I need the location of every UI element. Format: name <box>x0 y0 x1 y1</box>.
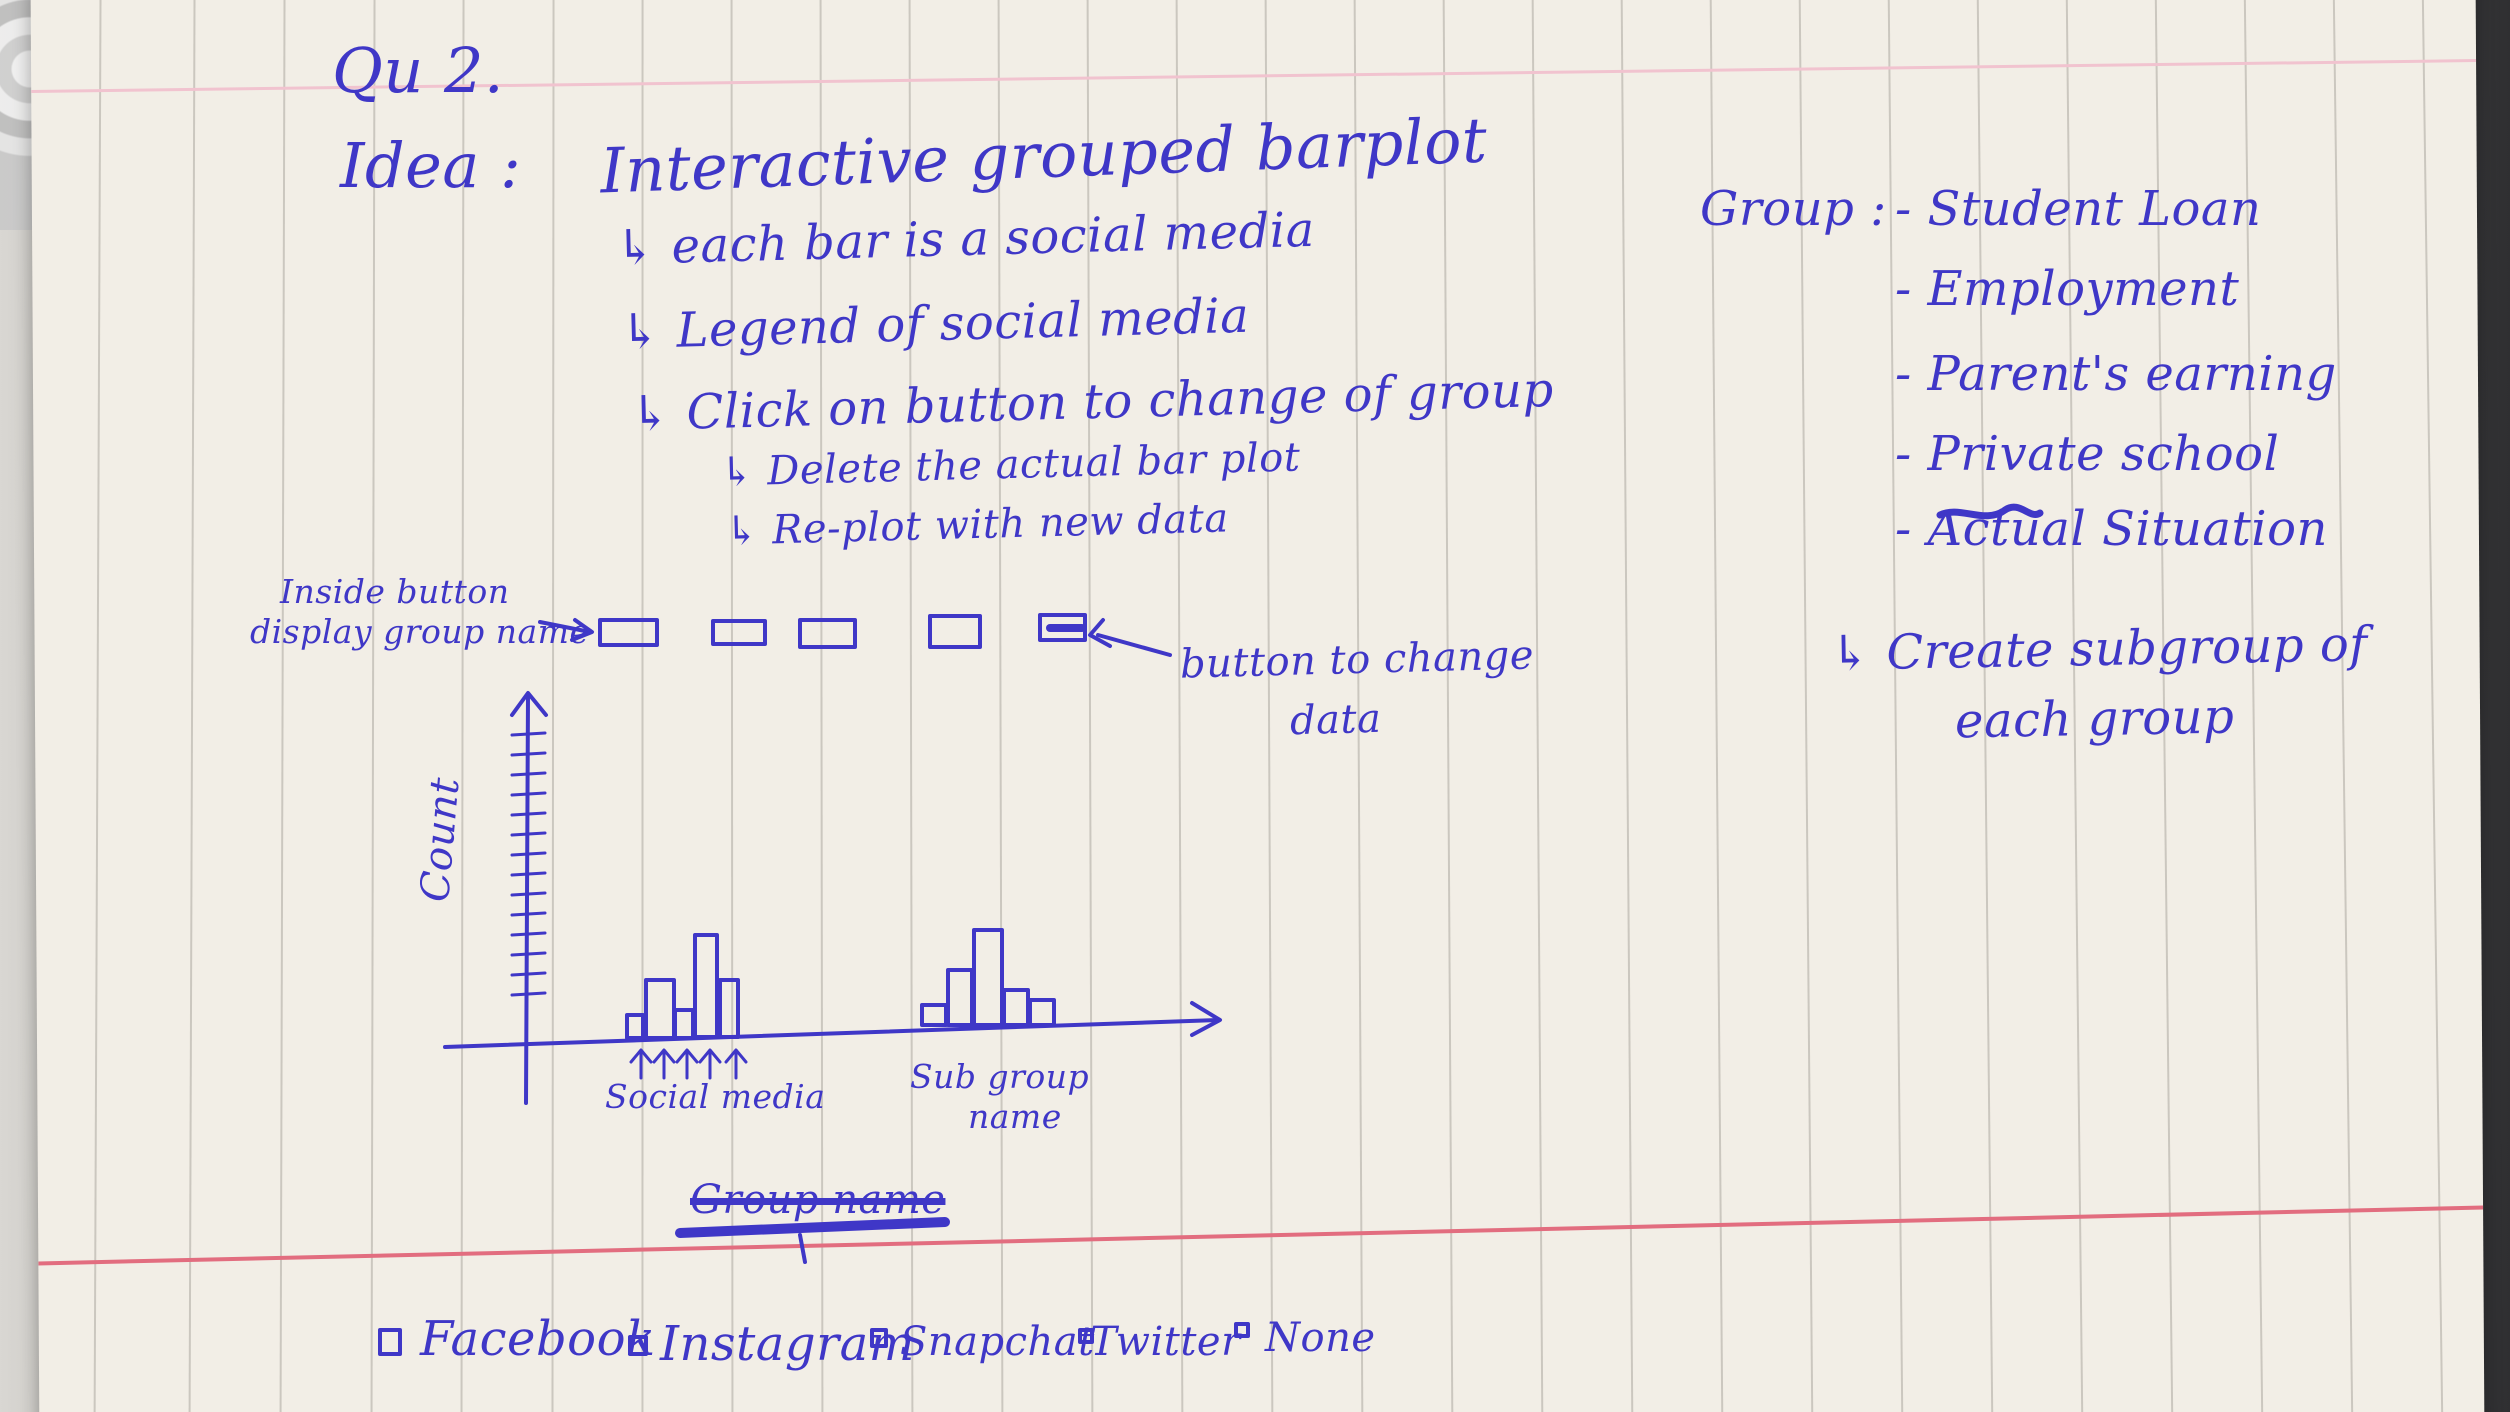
social-media-label: Social media <box>605 1077 826 1116</box>
legend-item-twitter: Twitter <box>1090 1319 1241 1365</box>
sub-group-label-line2: name <box>968 1097 1062 1136</box>
chart-y-axis <box>524 693 530 1105</box>
legend-item-facebook: Facebook <box>420 1311 656 1367</box>
legend-checkbox-none <box>1234 1322 1250 1338</box>
legend-checkbox-instagram <box>628 1335 648 1356</box>
paper-rule-lines <box>31 0 2484 1412</box>
group-item-private-school: - Private school <box>1895 426 2280 482</box>
bar-group2-1 <box>920 1003 948 1027</box>
chart-y-axis-arrow <box>510 691 548 717</box>
arrow-to-buttons <box>538 620 592 634</box>
sketch-button-4 <box>928 614 982 649</box>
sub-group-label-line1: Sub group <box>910 1057 1090 1096</box>
button-note-line1: Inside button <box>280 572 510 611</box>
arrow-from-change-note <box>1096 633 1172 657</box>
chart-x-axis <box>443 1018 1220 1049</box>
bar-group2-5 <box>1028 998 1056 1027</box>
group-item-student-loan: - Student Loan <box>1895 181 2262 237</box>
question-title: Qu 2. <box>332 34 505 107</box>
bar-group1-5 <box>718 978 740 1039</box>
sketch-button-1 <box>598 618 659 647</box>
bar-group1-3 <box>673 1008 695 1040</box>
crossed-text-scribble <box>675 1217 950 1238</box>
bar-group2-4 <box>1002 988 1030 1027</box>
chart-x-axis-arrow <box>1190 1001 1222 1037</box>
idea-label: Idea : <box>340 129 522 202</box>
scribbled-word <box>1936 503 2044 520</box>
bar-group2-3 <box>972 928 1004 1027</box>
sketch-button-3 <box>798 618 857 649</box>
group-label: Group : <box>1700 181 1887 237</box>
chart-y-ticks <box>510 731 547 997</box>
button-note-line2: display group name <box>250 612 590 651</box>
bar-group2-2 <box>946 968 974 1027</box>
legend-item-snapchat: Snapchat <box>900 1319 1095 1365</box>
lined-paper-sheet <box>30 0 2485 1412</box>
legend-checkbox-twitter <box>1078 1328 1094 1344</box>
bar-group1-2 <box>644 978 676 1040</box>
legend-checkbox-snapchat <box>870 1328 888 1348</box>
group-item-parents-earning: - Parent's earning <box>1895 346 2337 402</box>
sketch-button-2 <box>711 619 767 646</box>
legend-item-none: None <box>1265 1315 1376 1361</box>
group-item-employment: - Employment <box>1895 261 2240 317</box>
bar-pointing-arrows <box>629 1048 748 1080</box>
legend-checkbox-facebook <box>378 1328 402 1356</box>
bar-group1-4 <box>693 933 719 1039</box>
crossed-group-name-text: Group name <box>690 1177 946 1223</box>
bar-group1-1 <box>625 1013 645 1040</box>
